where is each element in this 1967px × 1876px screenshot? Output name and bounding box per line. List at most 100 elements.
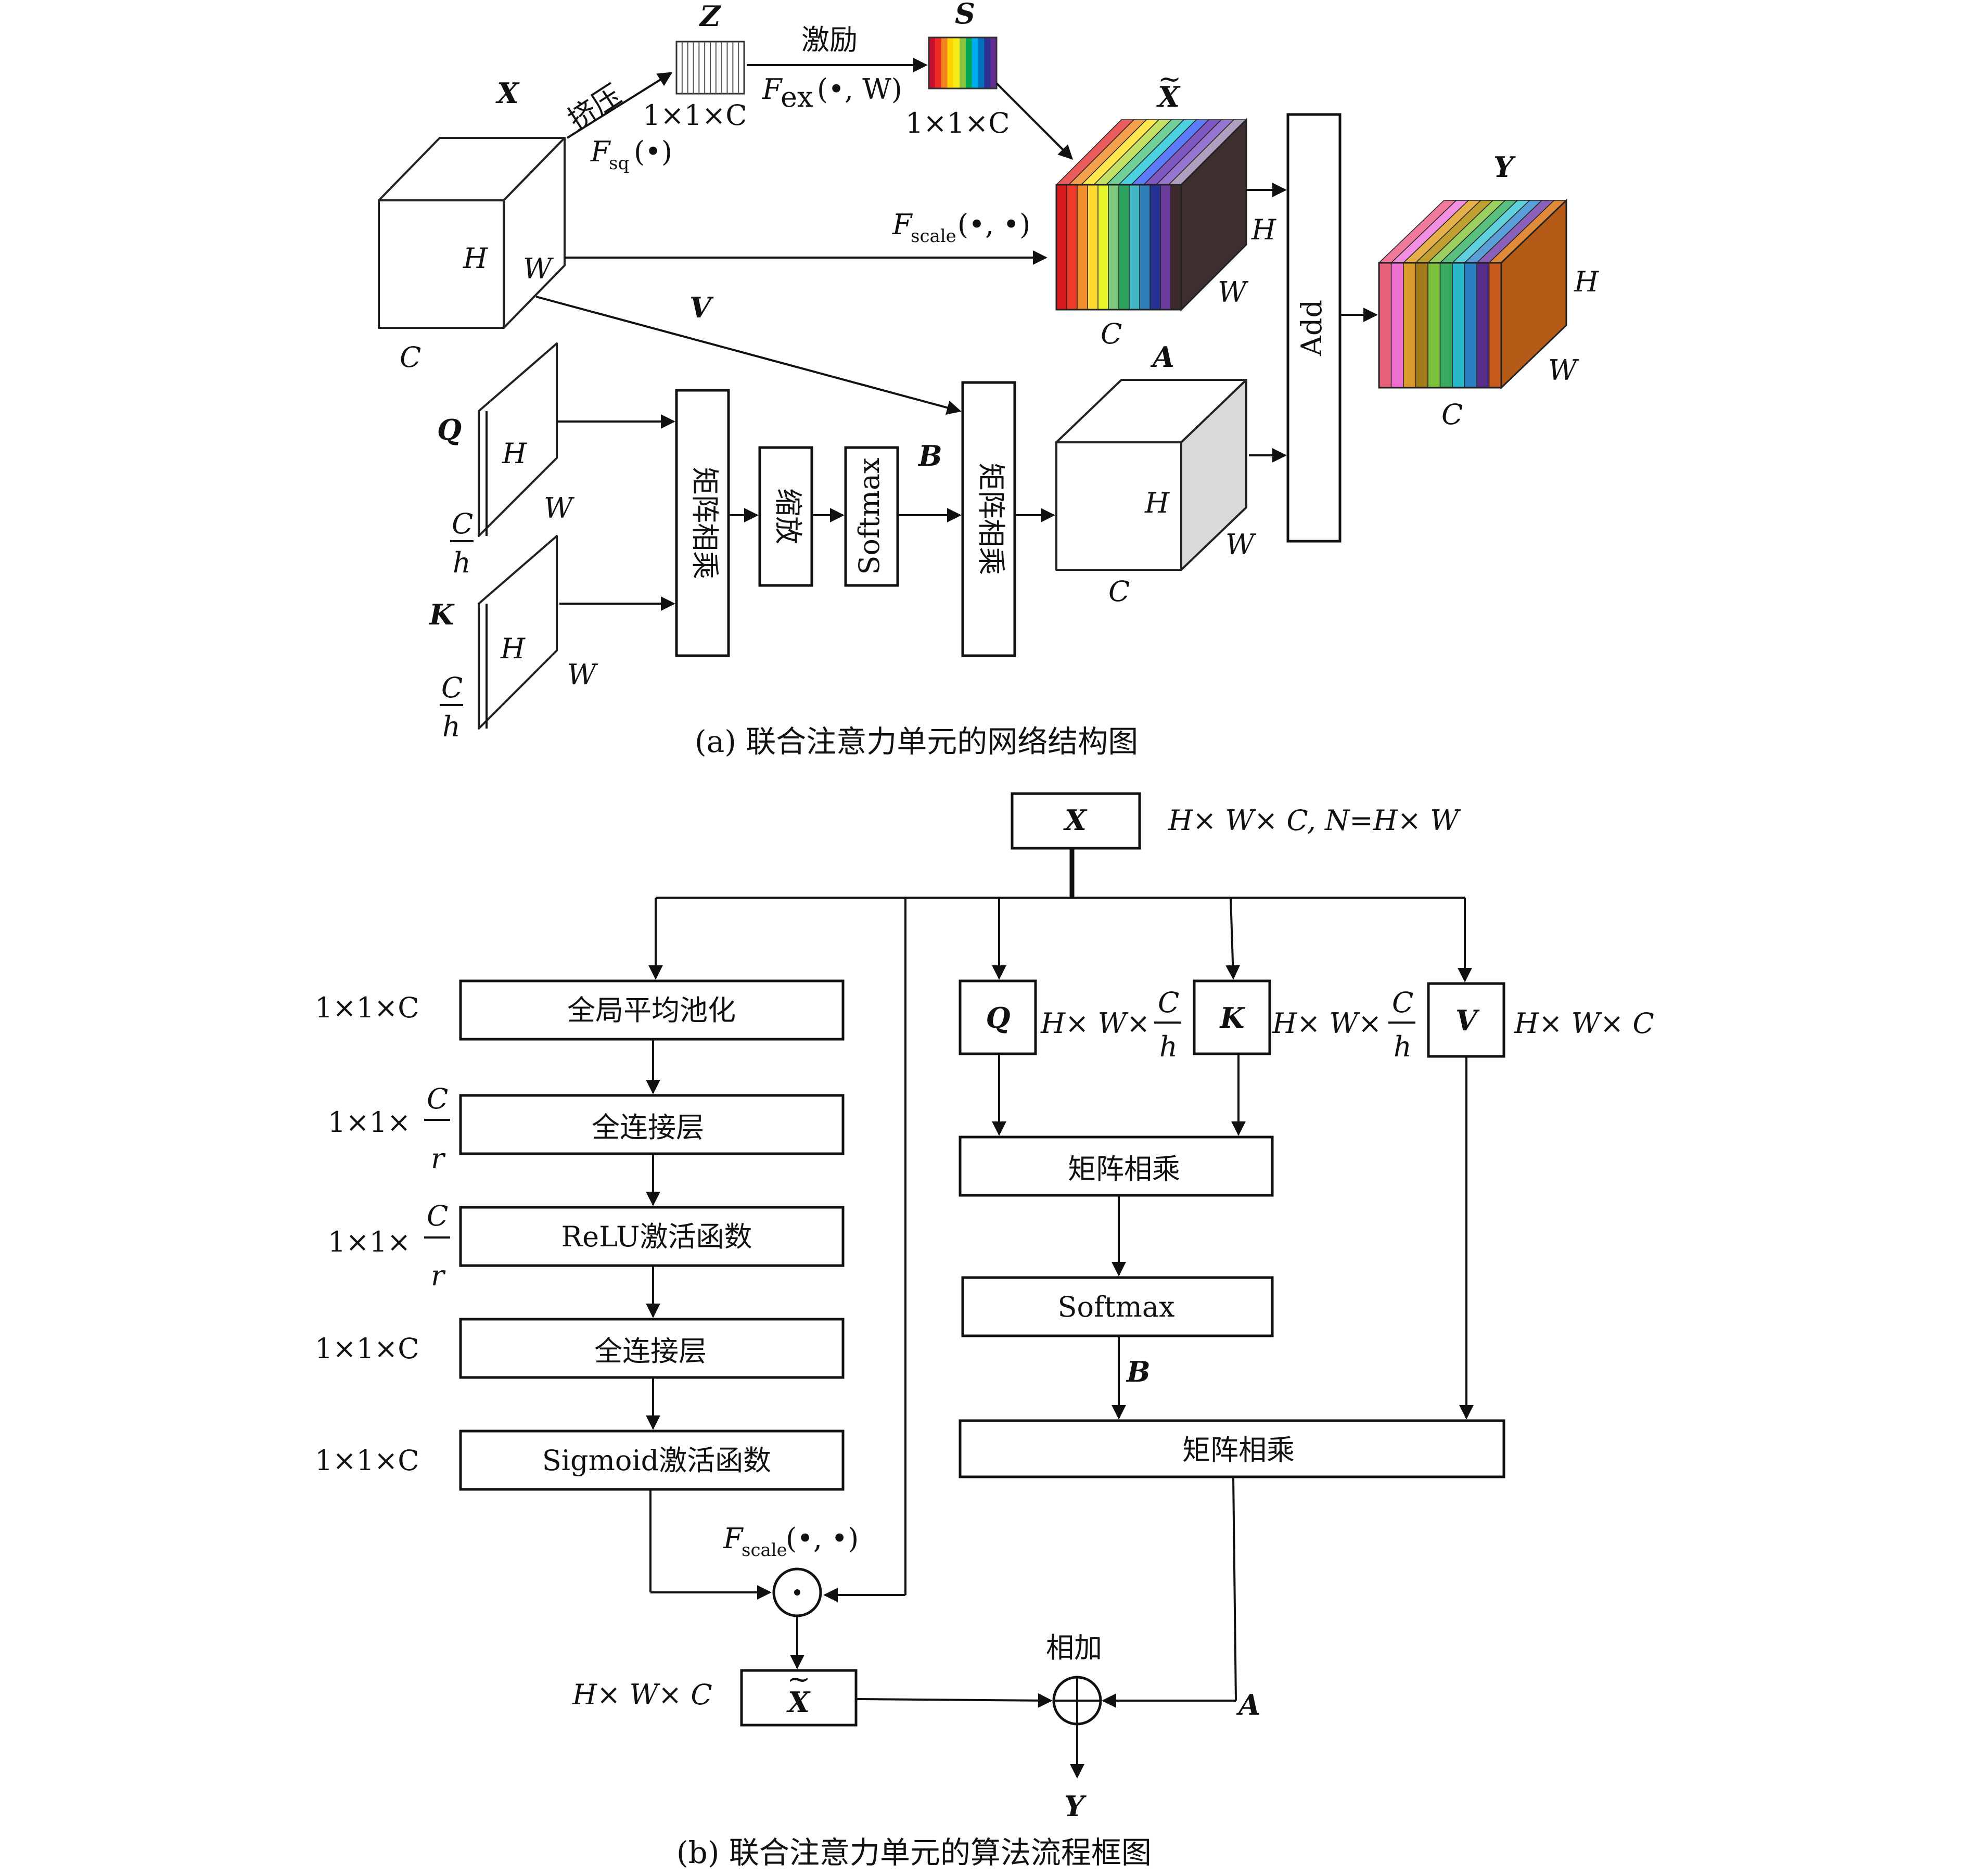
front-band [1056, 184, 1068, 310]
a-label-b: A [1236, 1688, 1260, 1721]
relu-box [459, 1206, 845, 1267]
fscale-label-a: F scale (•, •) [892, 208, 1030, 247]
front-band [1452, 262, 1465, 388]
fc2-dim: 1×1×C [315, 1332, 419, 1365]
scale-box-a [758, 446, 813, 587]
svg-text:sq: sq [609, 153, 629, 174]
front-band [1464, 262, 1478, 388]
q-w-label: W [544, 492, 575, 525]
v-label: V [689, 291, 714, 324]
softmax-box-b [961, 1276, 1274, 1337]
front-band [1066, 184, 1078, 310]
cube-x-c-label: C [400, 341, 421, 374]
k-frac-num: C [1392, 986, 1413, 1019]
fc1-label: 全连接层 [592, 1111, 704, 1144]
xtilde-cube: X ~ H W C [1055, 62, 1276, 350]
z-vector: Z 1×1×C [643, 0, 747, 132]
q-label: Q [437, 413, 462, 446]
y-cube: Y H W C [1378, 150, 1599, 431]
cube-x-h-label: H [463, 242, 488, 275]
v-dim: H× W× C [1514, 1007, 1654, 1040]
odot-dot-icon [794, 1589, 800, 1596]
relu-label: ReLU激活函数 [561, 1220, 752, 1253]
matmul1-box-b [959, 1135, 1274, 1197]
gap-label: 全局平均池化 [567, 994, 736, 1027]
front-band [1139, 184, 1151, 310]
k-slab: K H W C h [428, 535, 598, 743]
svg-text:scale: scale [742, 1540, 787, 1561]
z-dims: 1×1×C [643, 99, 747, 132]
front-band [1390, 262, 1404, 388]
xtilde-c-label: C [1101, 317, 1122, 350]
front-band [1378, 262, 1392, 388]
svg-text:(•, W): (•, W) [817, 73, 902, 106]
a-label-a: A [1150, 340, 1174, 374]
y-label-a: Y [1493, 150, 1516, 184]
k-box-b [1193, 979, 1271, 1055]
input-cube-x: X H W C [378, 76, 566, 374]
matmul2-label-b: 矩阵相乘 [1182, 1434, 1295, 1466]
y-c-label: C [1441, 398, 1463, 431]
front-band [1087, 184, 1099, 310]
x-label: X [495, 76, 520, 110]
k-frac-den: h [442, 710, 461, 743]
s-strip-band [984, 37, 991, 88]
svg-text:(•): (•) [634, 135, 672, 168]
fc2-label: 全连接层 [594, 1335, 707, 1368]
q-box-label: Q [986, 1001, 1010, 1035]
xtilde-dims-b: H× W× C [572, 1678, 712, 1711]
softmax-box-a [844, 446, 899, 587]
squeeze-label: 挤压 [562, 78, 627, 136]
svg-text:F: F [723, 1522, 744, 1555]
b-label-b: B [1126, 1355, 1151, 1388]
front-band [1488, 262, 1502, 388]
matmul1-label-a: 矩阵相乘 [688, 467, 721, 579]
sigmoid-dim: 1×1×C [315, 1444, 419, 1477]
front-band [1160, 184, 1172, 310]
s-strip-band [941, 37, 948, 88]
k-box-label: K [1219, 1001, 1246, 1035]
fsq-label: F sq (•) [590, 135, 672, 174]
xtilde-box-label: X [786, 1686, 811, 1719]
a-cube: A H W C [1055, 340, 1257, 608]
q-dim-pre: H× W× [1040, 1007, 1150, 1040]
svg-text:F: F [892, 208, 913, 241]
a-h-label: H [1144, 487, 1170, 519]
xtilde-label: X [1156, 80, 1181, 113]
x-dims-b: H× W× C, N=H× W [1168, 804, 1461, 837]
fc1-box [459, 1094, 845, 1155]
softmax-label-b: Softmax [1057, 1291, 1174, 1323]
q-slab: Q H W C h [437, 342, 575, 579]
panel-a: X H W C 挤压 F sq (•) Z 1×1×C 激励 F ex (•, … [378, 0, 1599, 759]
front-band [1118, 184, 1130, 310]
matmul2-box-a [961, 381, 1016, 657]
matmul1-box-a [675, 389, 730, 657]
add-label-b: 相加 [1046, 1631, 1102, 1664]
q-frac-den: h [1159, 1030, 1178, 1063]
front-band [1170, 184, 1182, 310]
x-box-label: X [1063, 803, 1088, 837]
q-frac-num: C [1158, 986, 1179, 1019]
q-frac-num: C [452, 507, 473, 540]
y-label-b: Y [1064, 1790, 1087, 1823]
front-band [1108, 184, 1120, 310]
s-strip-band [960, 37, 966, 88]
z-label: Z [699, 0, 722, 33]
v-box-label: V [1455, 1004, 1480, 1037]
fscale-label-b: F scale (•, •) [723, 1522, 859, 1561]
relu-frac-num: C [427, 1199, 448, 1232]
a-w-label: W [1225, 528, 1257, 561]
fc1-frac-den: r [431, 1142, 446, 1175]
caption-a: (a) 联合注意力单元的网络结构图 [695, 724, 1138, 759]
y-w-label: W [1548, 354, 1579, 387]
s-strip-band [953, 37, 960, 88]
relu-dim-pre: 1×1× [328, 1226, 411, 1258]
caption-b: (b) 联合注意力单元的算法流程框图 [676, 1835, 1152, 1870]
matmul2-box-b [959, 1419, 1505, 1478]
fc1-dim-pre: 1×1× [328, 1106, 411, 1139]
svg-text:(•, •): (•, •) [786, 1522, 859, 1555]
excite-label: 激励 [801, 23, 858, 56]
s-strip-band [965, 37, 973, 88]
gap-dim: 1×1×C [315, 991, 419, 1024]
k-label: K [428, 598, 455, 631]
